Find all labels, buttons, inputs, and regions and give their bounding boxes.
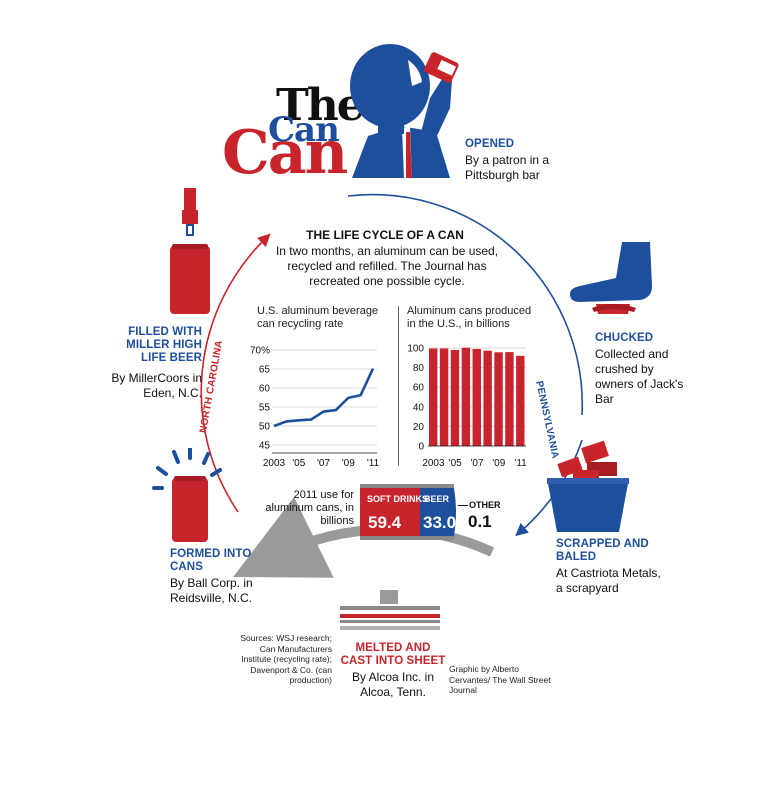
- production-bar: [439, 348, 449, 446]
- stage-chucked-desc: Collected and crushed by owners of Jack'…: [595, 347, 684, 406]
- chart-production-title: Aluminum cans produced in the U.S., in b…: [407, 305, 532, 330]
- use-value-beer: 33.0: [423, 513, 457, 532]
- title-can-red: Can: [222, 118, 348, 188]
- stage-opened-desc: By a patron in a Pittsburgh bar: [465, 153, 550, 182]
- production-bar: [450, 349, 460, 446]
- stage-chucked: CHUCKED Collected and crushed by owners …: [595, 332, 695, 407]
- stage-filled-desc: By MillerCoors in Eden, N.C.: [111, 371, 202, 400]
- use-bar-soft-drinks: [360, 488, 420, 536]
- stage-melted-desc: By Alcoa Inc. in Alcoa, Tenn.: [351, 670, 435, 699]
- production-xtick-label: 2003: [422, 458, 445, 469]
- production-bar: [429, 348, 438, 446]
- stage-formed: FORMED INTO CANS By Ball Corp. in Reidsv…: [170, 548, 280, 606]
- recycling-ytick-label: 70%: [250, 346, 270, 357]
- stage-opened: OPENED By a patron in a Pittsburgh bar: [465, 138, 575, 183]
- recycling-xtick-label: '09: [342, 458, 355, 469]
- recycling-ytick-label: 45: [259, 441, 271, 452]
- production-bar: [516, 355, 525, 446]
- new-can-icon: [152, 448, 222, 542]
- stage-filled-title: FILLED WITH MILLER HIGH LIFE BEER: [126, 326, 202, 364]
- production-xtick-label: '11: [514, 458, 527, 469]
- recycling-ytick-label: 55: [259, 403, 271, 414]
- recycling-rate-line: [273, 368, 375, 428]
- production-bar: [461, 347, 471, 446]
- use-value-soft-drinks: 59.4: [368, 513, 402, 532]
- center-subheading: In two months, an aluminum can be used, …: [275, 244, 499, 288]
- stage-filled: FILLED WITH MILLER HIGH LIFE BEER By Mil…: [102, 326, 202, 401]
- use-label-soft-drinks: SOFT DRINKS: [367, 494, 429, 504]
- production-bar: [494, 352, 503, 446]
- stage-formed-desc: By Ball Corp. in Reidsville, N.C.: [170, 576, 253, 605]
- production-xtick-label: '05: [449, 458, 462, 469]
- graphic-credit: Graphic by Alberto Cervantes/ The Wall S…: [449, 664, 551, 695]
- recycling-xtick-label: '07: [317, 458, 330, 469]
- recycling-ytick-label: 60: [259, 384, 271, 395]
- production-bar: [483, 350, 492, 446]
- foot-crushing-can-icon: [570, 242, 652, 314]
- use-label-beer: BEER: [424, 494, 450, 504]
- production-ytick-label: 80: [413, 363, 425, 374]
- stage-opened-title: OPENED: [465, 138, 515, 150]
- use-other-leader: [458, 505, 468, 506]
- use-can-bar: [360, 484, 456, 540]
- chart-divider: [398, 306, 399, 466]
- use-value-other: 0.1: [468, 512, 492, 531]
- production-ytick-label: 40: [413, 402, 425, 413]
- filling-nozzle-icon: [170, 188, 210, 314]
- metal-sheet-icon: [340, 590, 440, 630]
- title-the: The: [276, 80, 365, 131]
- production-ytick-label: 20: [413, 422, 425, 433]
- stage-scrapped-title: SCRAPPED AND BALED: [556, 538, 649, 563]
- use-label-other: OTHER: [469, 500, 501, 510]
- recycling-xtick-label: 2003: [263, 458, 286, 469]
- stage-chucked-title: CHUCKED: [595, 332, 654, 344]
- drinker-illustration: [350, 44, 459, 178]
- use-chart-title: 2011 use for aluminum cans, in billions: [265, 489, 354, 527]
- stage-melted-title: MELTED AND CAST INTO SHEET: [340, 642, 446, 667]
- production-ytick-label: 0: [418, 442, 424, 453]
- use-bar-beer: [420, 488, 454, 536]
- stage-scrapped: SCRAPPED AND BALED At Castriota Metals, …: [556, 538, 666, 596]
- production-bar: [472, 348, 481, 446]
- stage-scrapped-desc: At Castriota Metals, a scrapyard: [556, 566, 661, 595]
- chart-recycling-title: U.S. aluminum beverage can recycling rat…: [257, 305, 379, 330]
- stage-formed-title: FORMED INTO CANS: [170, 548, 252, 573]
- production-xtick-label: '07: [470, 458, 483, 469]
- title-can-blue: Can: [268, 110, 340, 150]
- recycling-xtick-label: '05: [292, 458, 305, 469]
- production-xtick-label: '09: [492, 458, 505, 469]
- recycling-ytick-label: 65: [259, 365, 271, 376]
- center-heading: THE LIFE CYCLE OF A CAN: [306, 228, 464, 242]
- recycling-ytick-label: 50: [259, 422, 271, 433]
- sources-note: Sources: WSJ research; Can Manufacturers…: [240, 633, 332, 685]
- production-bar: [505, 352, 514, 446]
- production-ytick-label: 60: [413, 383, 425, 394]
- scrap-bin-icon: [547, 440, 629, 532]
- recycling-xtick-label: '11: [367, 458, 380, 469]
- stage-melted: MELTED AND CAST INTO SHEET By Alcoa Inc.…: [338, 642, 448, 700]
- production-ytick-label: 100: [407, 344, 424, 355]
